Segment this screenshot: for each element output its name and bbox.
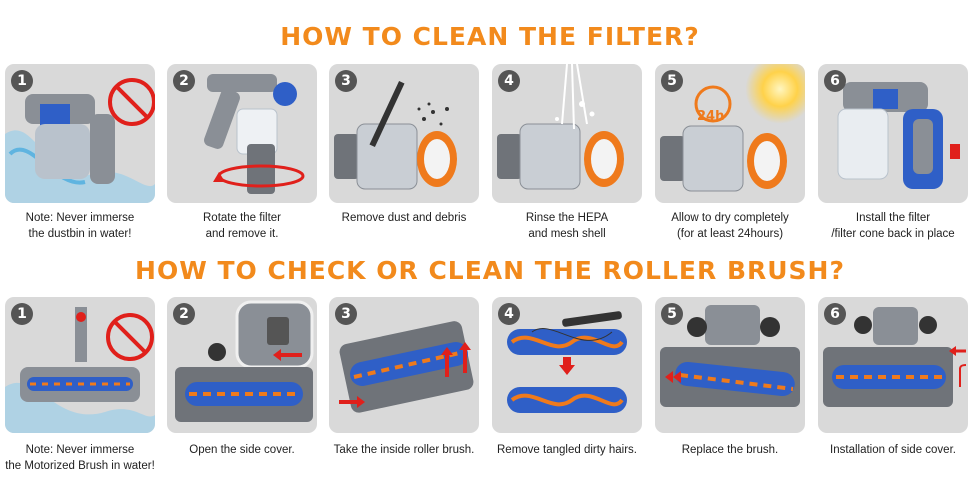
caption-line: (for at least 24hours) bbox=[676, 228, 784, 240]
filter-step-5-card: 24h 5 bbox=[655, 64, 805, 203]
caption-line: /filter cone back in place bbox=[831, 228, 955, 240]
sun-icon bbox=[745, 64, 805, 124]
filter-step-4-caption: Rinse the HEPA and mesh shell bbox=[482, 210, 652, 242]
step-number-badge: 5 bbox=[661, 303, 683, 325]
step-number-badge: 1 bbox=[11, 303, 33, 325]
dry-filter-illustration: 24h bbox=[660, 85, 787, 192]
caption-line: Take the inside roller brush. bbox=[333, 444, 475, 456]
brush-step-5-card: 5 bbox=[655, 297, 805, 433]
caption-line: Open the side cover. bbox=[189, 444, 295, 456]
step-number-badge: 4 bbox=[498, 70, 520, 92]
filter-step-2-caption: Rotate the filter and remove it. bbox=[157, 210, 327, 242]
caption-line: Rinse the HEPA bbox=[525, 212, 609, 224]
caption-line: Remove tangled dirty hairs. bbox=[497, 444, 637, 456]
brush-section-title: HOW TO CHECK OR CLEAN THE ROLLER BRUSH? bbox=[135, 256, 845, 285]
caption-line: Allow to dry completely bbox=[671, 212, 789, 224]
brush-step-1-card: 1 bbox=[5, 297, 155, 433]
caption-line: Remove dust and debris bbox=[341, 212, 467, 224]
brush-step-3-caption: Take the inside roller brush. bbox=[319, 442, 489, 458]
filter-step-5-caption: Allow to dry completely (for at least 24… bbox=[645, 210, 815, 242]
brush-step-4-card: 4 bbox=[492, 297, 642, 433]
step-number-badge: 3 bbox=[335, 70, 357, 92]
caption-line: the Motorized Brush in water! bbox=[5, 460, 155, 472]
replace-brush-illustration bbox=[660, 305, 800, 407]
brush-water-illustration bbox=[5, 307, 155, 433]
remove-dust-illustration bbox=[334, 81, 457, 190]
step-number-badge: 3 bbox=[335, 303, 357, 325]
caption-line: Installation of side cover. bbox=[830, 444, 956, 456]
brush-step-1-caption: Note: Never immerse the Motorized Brush … bbox=[0, 442, 165, 474]
brush-step-6-card: 6 bbox=[818, 297, 968, 433]
step-number-badge: 5 bbox=[661, 70, 683, 92]
24h-badge: 24h bbox=[697, 109, 724, 124]
step-number-badge: 1 bbox=[11, 70, 33, 92]
caption-line: the dustbin in water! bbox=[28, 228, 132, 240]
filter-section-title: HOW TO CLEAN THE FILTER? bbox=[280, 22, 700, 51]
caption-line: and mesh shell bbox=[528, 228, 606, 240]
caption-line: Install the filter bbox=[855, 212, 931, 224]
step-number-badge: 6 bbox=[824, 70, 846, 92]
filter-step-6-card: 6 bbox=[818, 64, 968, 203]
open-side-cover-illustration bbox=[175, 300, 314, 422]
filter-step-1-card: 1 bbox=[5, 64, 155, 203]
step-number-badge: 6 bbox=[824, 303, 846, 325]
caption-line: Note: Never immerse bbox=[25, 444, 135, 456]
install-side-cover-illustration bbox=[823, 307, 967, 407]
take-roller-brush-illustration bbox=[339, 321, 474, 413]
filter-step-3-card: 3 bbox=[329, 64, 479, 203]
brush-step-2-card: 2 bbox=[167, 297, 317, 433]
step-number-badge: 2 bbox=[173, 70, 195, 92]
brush-step-4-caption: Remove tangled dirty hairs. bbox=[482, 442, 652, 458]
caption-line: Rotate the filter bbox=[203, 212, 281, 224]
brush-step-5-caption: Replace the brush. bbox=[645, 442, 815, 458]
install-filter-illustration bbox=[837, 82, 960, 189]
filter-step-6-caption: Install the filter /filter cone back in … bbox=[808, 210, 978, 242]
step-number-badge: 2 bbox=[173, 303, 195, 325]
filter-step-4-card: 4 bbox=[492, 64, 642, 203]
dustbin-water-illustration bbox=[5, 78, 155, 203]
caption-line: Note: Never immerse bbox=[25, 212, 135, 224]
rotate-filter-illustration bbox=[204, 74, 305, 194]
brush-step-3-card: 3 bbox=[329, 297, 479, 433]
caption-line: and remove it. bbox=[205, 228, 279, 240]
brush-step-6-caption: Installation of side cover. bbox=[808, 442, 978, 458]
step-number-badge: 4 bbox=[498, 303, 520, 325]
caption-line: Replace the brush. bbox=[681, 444, 779, 456]
remove-hair-illustration bbox=[507, 311, 627, 413]
filter-step-2-card: 2 bbox=[167, 64, 317, 203]
filter-step-1-caption: Note: Never immerse the dustbin in water… bbox=[0, 210, 165, 242]
brush-step-2-caption: Open the side cover. bbox=[157, 442, 327, 458]
filter-step-3-caption: Remove dust and debris bbox=[319, 210, 489, 226]
rinse-hepa-illustration bbox=[497, 64, 624, 190]
